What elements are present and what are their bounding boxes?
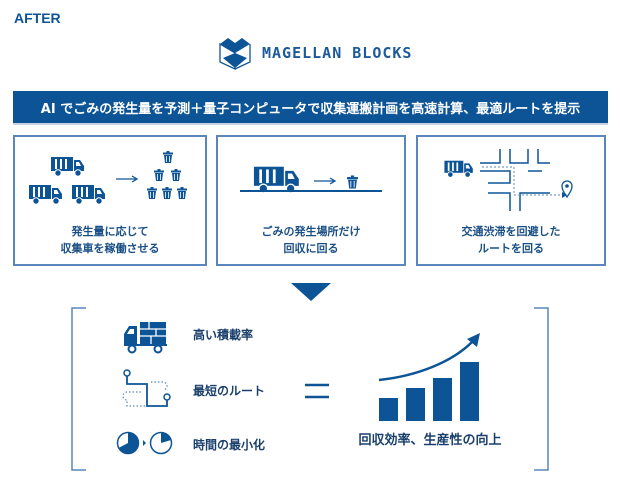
trash-bin-icon <box>162 187 172 199</box>
benefit-load-rate: 高い積載率 <box>193 328 254 342</box>
card-caption-line2: 回収に回る <box>283 242 339 255</box>
summary-banner: AI でごみの発生量を予測＋量子コンピュータで収集運搬計画を高速計算、最適ルート… <box>13 91 608 125</box>
trash-bin-icon <box>171 169 181 181</box>
time-reduction-clocks-icon <box>116 431 173 455</box>
after-label: AFTER <box>14 10 61 26</box>
trash-bin-icon <box>154 169 164 181</box>
card-route-optimized: 交通渋滞を回避したルートを回る <box>416 135 606 266</box>
bar-2 <box>406 388 425 421</box>
card-caption-line1: 交通渋滞を回避した <box>461 225 561 238</box>
ground-line <box>240 190 382 192</box>
magellan-blocks-logo-icon <box>219 38 251 70</box>
benefit-time-minimization: 時間の最小化 <box>193 438 266 452</box>
trash-bin-icon <box>177 187 187 199</box>
trash-bin-icon <box>147 187 157 199</box>
card-demand-based: 発生量に応じて収集車を稼働させる <box>13 135 207 266</box>
bar-1 <box>379 398 398 421</box>
garbage-truck-icon <box>444 159 474 178</box>
arrow-right-icon <box>116 175 139 183</box>
card-caption-line2: 収集車を稼働させる <box>60 242 160 255</box>
benefit-shortest-route: 最短のルート <box>193 384 266 398</box>
logo-text: MAGELLAN BLOCKS <box>262 44 413 62</box>
bar-4 <box>460 362 479 421</box>
result-label: 回収効率、生産性の向上 <box>358 433 502 448</box>
growth-arrow <box>378 341 473 382</box>
shortest-route-icon <box>122 369 171 407</box>
banner-text: AI でごみの発生量を予測＋量子コンピュータで収集運搬計画を高速計算、最適ルート… <box>40 101 581 117</box>
bar-3 <box>433 378 452 421</box>
card-caption-line1: 発生量に応じて <box>71 225 149 238</box>
card-location-based: ごみの発生場所だけ回収に回る <box>216 135 406 266</box>
arrow-right-icon <box>314 177 337 185</box>
road-map-icon <box>480 149 567 211</box>
loaded-truck-icon <box>124 322 167 354</box>
left-bracket <box>71 307 86 471</box>
garbage-truck-icon <box>51 155 85 177</box>
equals-sign-icon <box>305 383 329 399</box>
trash-bin-icon <box>347 175 358 189</box>
garbage-truck-icon <box>72 183 106 205</box>
right-bracket <box>534 307 549 471</box>
card-caption-line2: ルートを回る <box>478 242 544 255</box>
down-triangle-icon <box>291 283 331 301</box>
growth-bar-chart-icon <box>378 333 480 421</box>
garbage-truck-icon <box>29 183 63 205</box>
location-pin-icon <box>561 180 573 198</box>
trash-bin-icon <box>163 151 173 163</box>
card-caption-line1: ごみの発生場所だけ <box>261 225 361 238</box>
